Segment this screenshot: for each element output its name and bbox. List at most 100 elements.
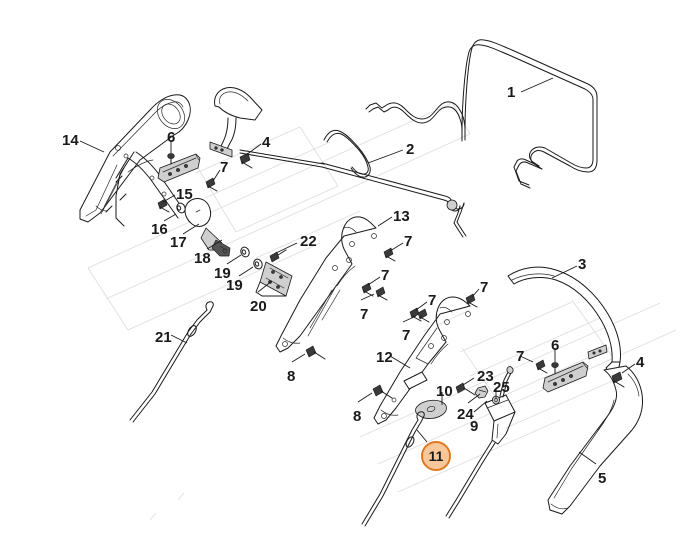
callout-9[interactable]: 9 xyxy=(470,418,479,435)
callout-7f[interactable]: 7 xyxy=(402,327,411,344)
part-2-wire-rod xyxy=(239,129,467,238)
callout-21[interactable]: 21 xyxy=(155,329,172,346)
part-20-bracket-clip xyxy=(255,261,293,297)
part-1-wire-bail xyxy=(365,39,598,189)
callout-22[interactable]: 22 xyxy=(300,233,317,250)
washers xyxy=(176,202,263,270)
bracket-right-lower xyxy=(542,361,589,393)
leader-line-8a xyxy=(291,353,306,363)
part-13-bracket-plate xyxy=(275,216,377,353)
callout-19b[interactable]: 19 xyxy=(226,277,243,294)
leader-line-18 xyxy=(206,239,223,250)
leader-line-14 xyxy=(79,140,105,153)
leader-line-4a xyxy=(245,143,262,156)
callout-8b[interactable]: 8 xyxy=(353,408,362,425)
callout-6b[interactable]: 6 xyxy=(551,337,560,354)
callout-3[interactable]: 3 xyxy=(578,256,587,273)
callout-24[interactable]: 24 xyxy=(457,406,474,423)
part-4-grip xyxy=(209,87,263,158)
leader-line-12 xyxy=(389,355,411,369)
leader-line-16 xyxy=(163,213,177,222)
callout-highlight-11[interactable]: 11 xyxy=(421,441,451,471)
callout-2[interactable]: 2 xyxy=(406,141,415,158)
leader-line-7g xyxy=(471,288,480,298)
bracket-left-upper xyxy=(157,153,201,183)
leader-line-highlight xyxy=(416,429,428,443)
leader-line-23 xyxy=(462,377,475,386)
leader-line-8b xyxy=(357,392,373,403)
part-17-knob xyxy=(184,198,231,257)
leader-line-9 xyxy=(473,400,488,413)
callout-4a[interactable]: 4 xyxy=(262,134,271,151)
callout-4b[interactable]: 4 xyxy=(636,354,645,371)
part-21-cable xyxy=(129,301,214,423)
callout-8a[interactable]: 8 xyxy=(287,368,296,385)
screw-6-right xyxy=(551,362,559,374)
leader-line-7b xyxy=(389,242,404,252)
callout-7e[interactable]: 7 xyxy=(428,292,437,309)
leader-line-3 xyxy=(551,265,578,279)
leader-line-20 xyxy=(257,280,273,293)
leader-lines xyxy=(79,77,636,465)
callout-5[interactable]: 5 xyxy=(598,470,607,487)
callout-7h[interactable]: 7 xyxy=(516,348,525,365)
leader-line-7h xyxy=(519,355,534,363)
screw-15 xyxy=(157,198,170,213)
part-3-right-upper-tube xyxy=(507,266,621,375)
screw-7-h xyxy=(535,359,548,374)
screw-23 xyxy=(455,382,476,396)
part-11-cable xyxy=(361,411,425,527)
leader-line-22 xyxy=(275,242,298,254)
callout-7d[interactable]: 7 xyxy=(360,306,369,323)
part-14-left-handle-housing xyxy=(79,94,191,223)
leader-line-19b xyxy=(238,266,254,277)
callout-6a[interactable]: 6 xyxy=(167,129,176,146)
leader-line-2 xyxy=(367,149,404,164)
callout-12[interactable]: 12 xyxy=(376,349,393,366)
screw-4-right xyxy=(611,371,625,388)
screw-7-c xyxy=(361,282,374,297)
callout-20[interactable]: 20 xyxy=(250,298,267,315)
leader-line-7f xyxy=(402,315,417,323)
callout-18[interactable]: 18 xyxy=(194,250,211,267)
callout-19a[interactable]: 19 xyxy=(214,265,231,282)
part-5-right-lower-handle xyxy=(547,365,643,515)
screw-8-a xyxy=(305,345,326,360)
callout-17[interactable]: 17 xyxy=(170,234,187,251)
leader-line-1 xyxy=(520,77,554,93)
leader-line-24 xyxy=(467,393,481,404)
screw-6-left xyxy=(167,153,175,165)
callout-7b[interactable]: 7 xyxy=(404,233,413,250)
callout-23[interactable]: 23 xyxy=(477,368,494,385)
part-10-clamp xyxy=(415,399,447,419)
callout-13[interactable]: 13 xyxy=(393,208,410,225)
screw-4-left xyxy=(239,152,253,169)
screw-7-f xyxy=(417,308,430,323)
leader-line-7c xyxy=(367,276,381,286)
leader-line-19a xyxy=(226,254,242,265)
callout-7a[interactable]: 7 xyxy=(220,159,229,176)
leader-line-13 xyxy=(377,216,393,227)
leader-line-7d xyxy=(360,293,375,301)
leader-line-5 xyxy=(578,451,597,465)
callout-7g[interactable]: 7 xyxy=(480,279,489,296)
screw-8-b xyxy=(372,384,393,399)
screws xyxy=(157,152,625,399)
fastener-22 xyxy=(269,249,287,263)
callout-25[interactable]: 25 xyxy=(493,379,510,396)
cable-secondary xyxy=(445,440,496,519)
callout-16[interactable]: 16 xyxy=(151,221,168,238)
leader-line-17 xyxy=(182,223,200,235)
leader-line-15 xyxy=(162,194,176,203)
callout-10[interactable]: 10 xyxy=(436,383,453,400)
leader-line-4b xyxy=(621,363,636,374)
callout-7c[interactable]: 7 xyxy=(381,267,390,284)
leader-line-7e xyxy=(415,301,428,311)
screw-7-b xyxy=(383,247,396,262)
callout-15[interactable]: 15 xyxy=(176,186,193,203)
callout-14[interactable]: 14 xyxy=(62,132,79,149)
screw-7-d xyxy=(375,286,388,301)
callout-1[interactable]: 1 xyxy=(507,84,516,101)
